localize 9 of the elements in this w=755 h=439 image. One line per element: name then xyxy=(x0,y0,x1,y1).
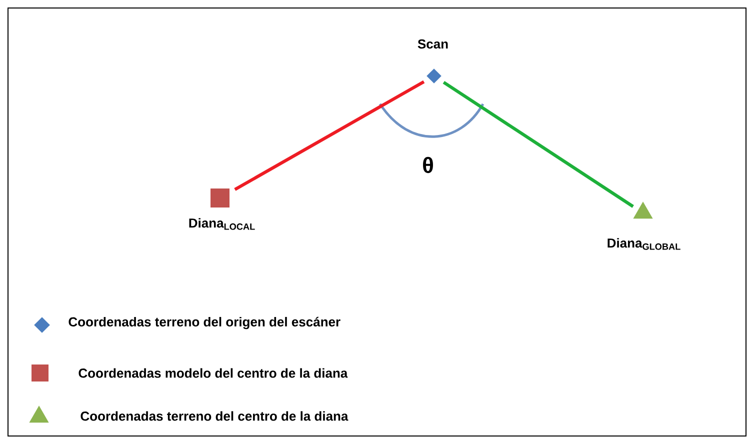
point-label: Scan xyxy=(418,39,448,49)
legend-text: Coordenadas terreno del origen del escáner xyxy=(68,316,340,330)
line xyxy=(234,80,425,191)
point-label: Diana$_{GLOBAL}$ xyxy=(608,238,680,250)
point-label: Diana$_{LOCAL}$ xyxy=(189,218,255,230)
legend-text: Coordenadas modelo del centro de la diana xyxy=(78,368,348,378)
legend-text: Coordenadas terreno del centro de la diana xyxy=(80,411,348,421)
line xyxy=(442,81,634,208)
angle-label: θ xyxy=(423,156,433,174)
